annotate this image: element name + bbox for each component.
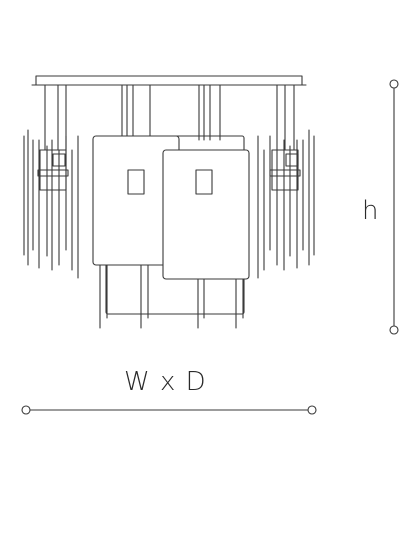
height-label: h bbox=[362, 196, 379, 226]
side-cluster-left bbox=[23, 84, 79, 279]
chandelier-drawing-icon bbox=[23, 75, 315, 329]
height-dimension-line-icon bbox=[389, 79, 399, 335]
center-rods bbox=[121, 84, 221, 141]
width-depth-dimension-line-icon bbox=[21, 405, 317, 415]
front-panel-right bbox=[162, 149, 250, 280]
front-panel-left bbox=[92, 135, 180, 266]
width-depth-label: W x D bbox=[124, 367, 207, 397]
ceiling-canopy bbox=[31, 75, 307, 86]
side-cluster-right bbox=[257, 84, 315, 279]
